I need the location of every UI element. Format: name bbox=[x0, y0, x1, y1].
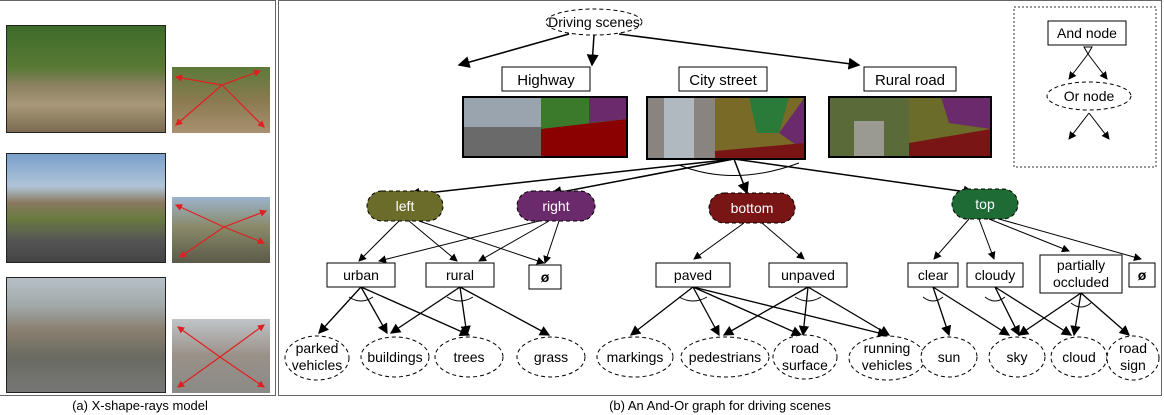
leaf-sign-line1: road bbox=[1119, 340, 1147, 356]
region-left bbox=[366, 190, 444, 222]
leaf-parked-vehicles bbox=[284, 335, 350, 381]
leaf-trees-label: trees bbox=[453, 349, 484, 365]
caption-right: (b) An And-Or graph for driving scenes bbox=[609, 398, 831, 413]
type-clear-label: clear bbox=[918, 267, 949, 283]
city-street-rays-thumb bbox=[172, 319, 270, 393]
region-bottom bbox=[708, 192, 796, 224]
scene-highway-label: Highway bbox=[517, 72, 575, 89]
leaf-buildings-label: buildings bbox=[367, 349, 422, 365]
dirt-road-photo bbox=[6, 25, 166, 133]
type-unpaved bbox=[768, 262, 848, 288]
type-paved bbox=[655, 262, 731, 288]
type-unpaved-label: unpaved bbox=[781, 267, 835, 283]
scene-highway bbox=[501, 66, 591, 92]
type-paved-label: paved bbox=[674, 267, 712, 283]
legend-and-node: And node bbox=[1057, 25, 1117, 41]
type-empty-lr bbox=[528, 264, 562, 290]
leaf-trees bbox=[434, 336, 504, 378]
leaf-cloud bbox=[1050, 336, 1108, 378]
type-empty-top-label: ø bbox=[1138, 267, 1147, 283]
dirt-road-rays-thumb bbox=[172, 67, 270, 133]
leaf-road-sign bbox=[1106, 335, 1160, 381]
region-left-label: left bbox=[396, 198, 415, 214]
scene-rural-road-label: Rural road bbox=[875, 72, 945, 89]
type-partially-label: partially bbox=[1057, 257, 1105, 273]
caption-left: (a) X-shape-rays model bbox=[72, 398, 208, 413]
leaf-markings bbox=[596, 336, 674, 378]
city-street-thumbnail bbox=[646, 96, 806, 160]
leaf-parked-line1: parked bbox=[296, 340, 339, 356]
type-cloudy-label: cloudy bbox=[975, 267, 1015, 283]
leaf-running-line2: vehicles bbox=[862, 357, 913, 373]
leaf-sign-line2: sign bbox=[1120, 357, 1146, 373]
leaf-buildings bbox=[360, 336, 430, 378]
leaf-sun-label: sun bbox=[938, 349, 961, 365]
leaf-pedestrians-label: pedestrians bbox=[689, 349, 761, 365]
type-partially-occluded bbox=[1039, 254, 1123, 294]
region-top-label: top bbox=[975, 196, 995, 212]
scene-rural-road bbox=[863, 66, 957, 92]
leaf-sky bbox=[988, 336, 1046, 378]
leaf-cloud-label: cloud bbox=[1062, 349, 1095, 365]
legend-or-node: Or node bbox=[1064, 88, 1115, 104]
leaf-grass-label: grass bbox=[534, 349, 568, 365]
root-label: Driving scenes bbox=[548, 14, 640, 30]
and-or-graph: And node Or node Driving scenes Highway … bbox=[284, 6, 1160, 381]
legend-box: And node Or node bbox=[1013, 6, 1157, 168]
type-rural-label: rural bbox=[446, 267, 474, 283]
leaf-grass bbox=[516, 336, 586, 378]
region-top bbox=[951, 188, 1019, 220]
rural-road-thumbnail bbox=[828, 96, 992, 158]
leaf-running-line1: running bbox=[864, 340, 911, 356]
scene-city-street bbox=[678, 66, 768, 92]
leaf-sky-label: sky bbox=[1007, 349, 1028, 365]
region-bottom-label: bottom bbox=[731, 200, 774, 216]
highway-thumbnail bbox=[462, 96, 628, 158]
open-road-rays-thumb bbox=[172, 197, 270, 263]
leaf-sun bbox=[920, 336, 978, 378]
leaf-road-line1: road bbox=[791, 340, 819, 356]
x-shape-rays-panel bbox=[0, 0, 276, 396]
leaf-road-surface bbox=[772, 334, 838, 380]
type-urban-label: urban bbox=[343, 267, 379, 283]
leaf-markings-label: markings bbox=[607, 349, 664, 365]
region-right-label: right bbox=[542, 198, 569, 214]
open-road-photo bbox=[6, 153, 166, 263]
city-street-photo bbox=[6, 277, 166, 393]
leaf-parked-line2: vehicles bbox=[292, 357, 343, 373]
type-urban bbox=[326, 262, 396, 288]
and-or-graph-panel: And node Or node Driving scenes Highway … bbox=[278, 0, 1162, 396]
scene-city-street-label: City street bbox=[689, 72, 757, 89]
type-empty-lr-label: ø bbox=[541, 269, 550, 285]
type-empty-top bbox=[1128, 262, 1156, 288]
leaf-road-line2: surface bbox=[782, 357, 828, 373]
region-right bbox=[516, 190, 596, 222]
leaf-pedestrians bbox=[680, 336, 770, 378]
type-rural bbox=[425, 262, 495, 288]
type-occluded-label: occluded bbox=[1053, 274, 1109, 290]
